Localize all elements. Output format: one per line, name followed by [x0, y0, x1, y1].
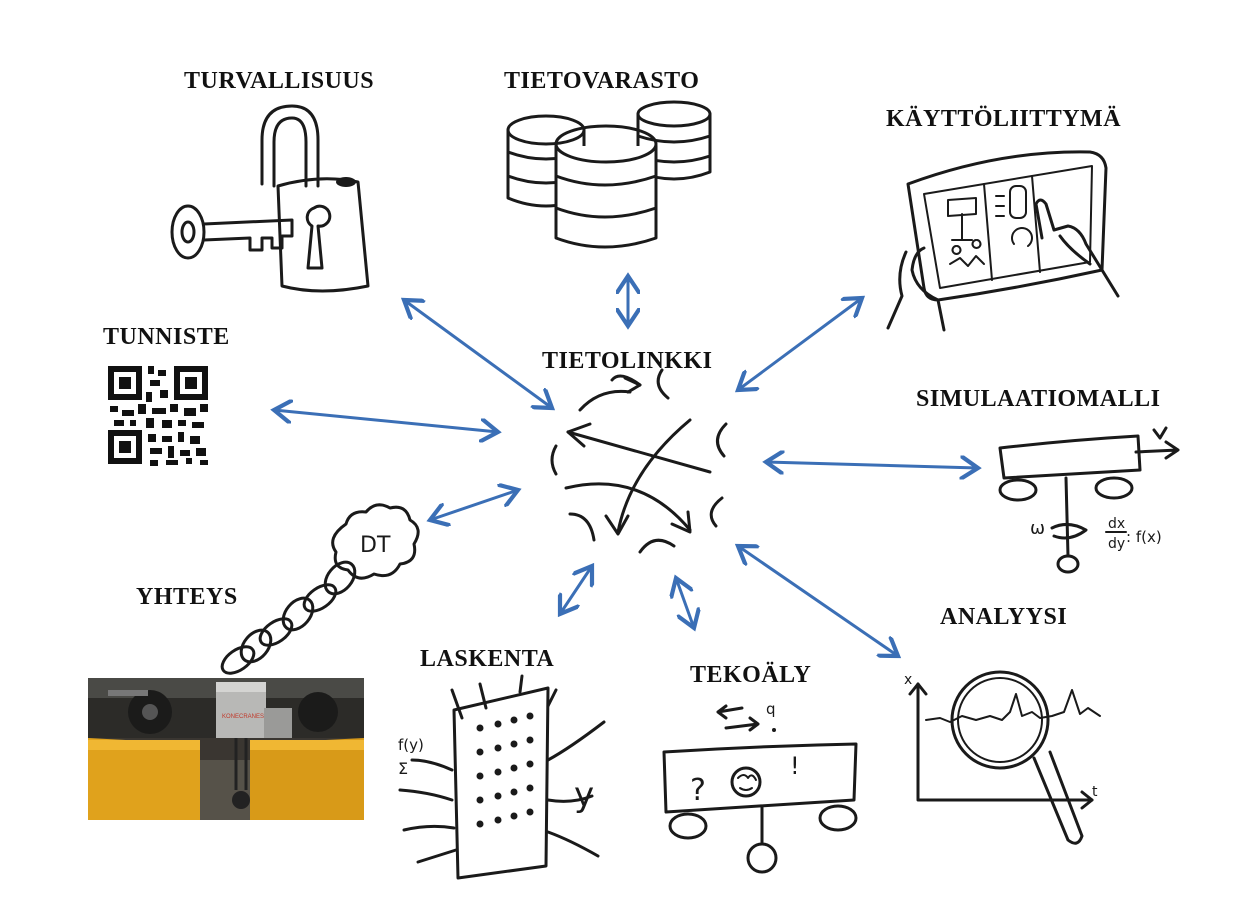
- arrow-ai: [676, 578, 694, 628]
- analysis-icon: x t: [904, 670, 1101, 845]
- crane-brand-text: KONECRANES: [222, 714, 264, 720]
- node-label-ui: KÄYTTÖLIITTYMÄ: [886, 106, 1122, 132]
- sigma-label: Σ: [398, 759, 408, 778]
- key-icon: [170, 204, 294, 260]
- connector-arrows: [274, 276, 978, 656]
- node-label-storage: TIETOVARASTO: [504, 68, 700, 94]
- database-icon: [506, 100, 712, 249]
- matrix-dots: [476, 712, 534, 828]
- formula-rhs: : f(x): [1126, 528, 1162, 546]
- crane-photo: KONECRANES: [88, 678, 364, 820]
- node-label-simulation: SIMULAATIOMALLI: [916, 386, 1161, 412]
- hub-label: TIETOLINKKI: [542, 348, 713, 374]
- arrow-computation: [560, 566, 592, 614]
- arrow-identifier: [274, 410, 498, 432]
- arrow-ui: [738, 298, 862, 390]
- ai-question-mark: ?: [690, 773, 706, 808]
- qr-code-icon: [108, 366, 208, 466]
- formula-denominator: dy: [1108, 536, 1125, 552]
- chain-cloud-icon: DT: [220, 503, 420, 675]
- omega-symbol: ω: [1030, 518, 1045, 539]
- computation-icon: f(y) Σ y: [398, 674, 606, 880]
- simulation-model-icon: ω dx dy : f(x): [998, 426, 1180, 574]
- node-label-security: TURVALLISUUS: [184, 68, 375, 94]
- node-label-computation: LASKENTA: [420, 646, 555, 672]
- dt-cloud-label: DT: [360, 533, 391, 558]
- arrow-simulation: [766, 462, 978, 468]
- arrow-analysis: [738, 546, 898, 656]
- node-label-identifier: TUNNISTE: [103, 324, 230, 350]
- y-label: y: [574, 775, 594, 815]
- fy-label: f(y): [398, 736, 424, 754]
- tablet-ui-icon: [886, 150, 1120, 332]
- formula-numerator: dx: [1108, 516, 1125, 532]
- axis-x-label: x: [904, 672, 912, 688]
- ai-exclamation: !: [790, 752, 800, 780]
- arrow-security: [404, 300, 552, 408]
- node-label-connection: YHTEYS: [136, 584, 238, 610]
- hub-scribble: [550, 368, 728, 554]
- ai-q-label: q: [766, 700, 776, 718]
- ai-icon: q ? !: [662, 700, 858, 874]
- node-label-ai: TEKOÄLY: [690, 662, 812, 688]
- padlock-icon: [260, 104, 370, 293]
- arrow-connection: [430, 490, 518, 520]
- axis-t-label: t: [1092, 784, 1098, 800]
- node-label-analysis: ANALYYSI: [940, 604, 1068, 630]
